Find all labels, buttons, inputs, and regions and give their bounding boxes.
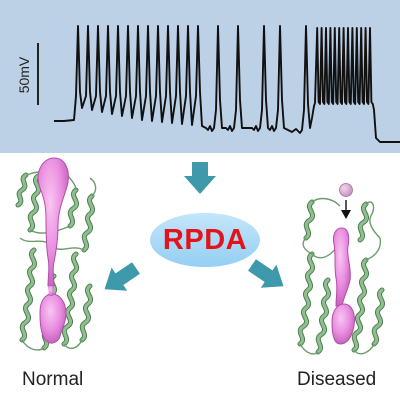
diseased-pore-lower — [331, 303, 355, 345]
voltage-trace-panel: 50mV — [0, 0, 400, 153]
arrow-to-normal — [104, 262, 140, 291]
normal-pore-lower — [39, 293, 67, 344]
rpda-ellipse — [150, 213, 260, 267]
diseased-pore-upper — [333, 227, 351, 307]
diseased-label: Diseased — [297, 369, 377, 390]
ion-sphere-icon — [339, 183, 353, 197]
ion-entry-arrowhead — [341, 210, 351, 219]
voltage-trace — [37, 25, 400, 143]
diseased-channel-structure — [297, 183, 386, 355]
normal-channel-structure — [15, 157, 97, 351]
action-potential-trace — [54, 25, 400, 143]
schematic — [15, 157, 386, 355]
rpda-label: RPDA — [162, 224, 248, 256]
normal-pore-upper — [37, 157, 69, 287]
arrow-to-diseased — [248, 259, 284, 288]
arrow-down — [184, 162, 216, 194]
normal-label: Normal — [22, 369, 84, 390]
scale-bar-label: 50mV — [16, 56, 32, 94]
